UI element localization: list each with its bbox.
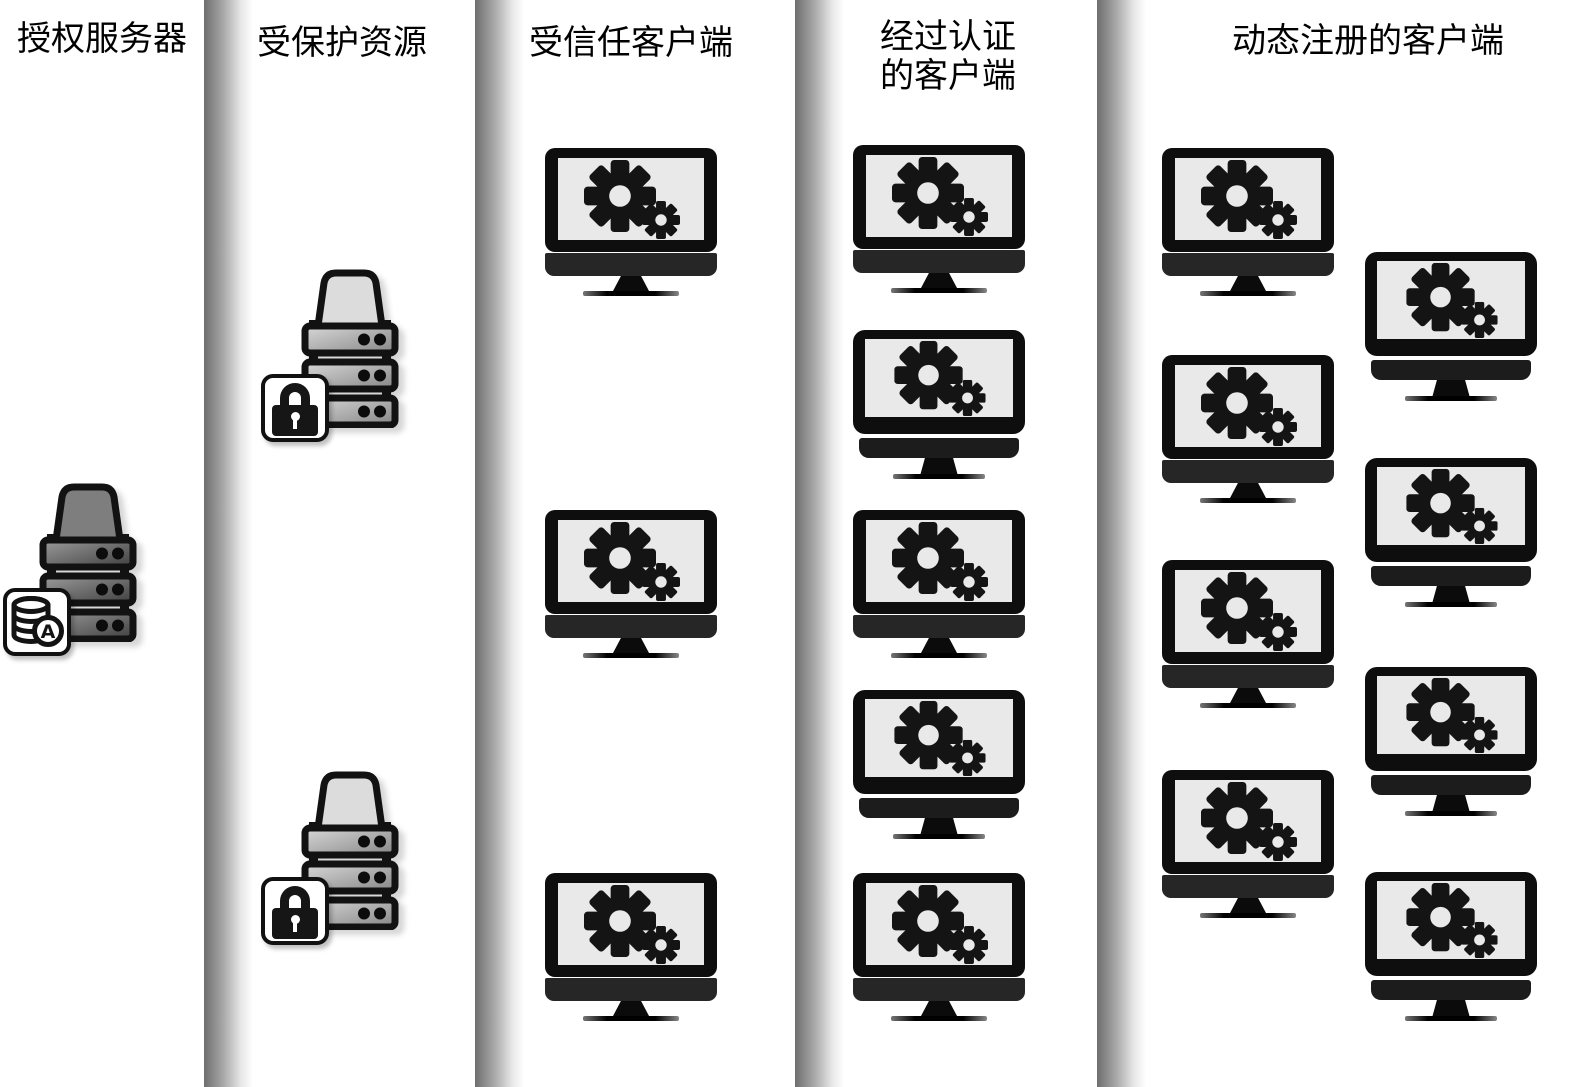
gears-icon [865, 699, 1013, 777]
client-computer-icon [545, 148, 717, 297]
client-computer-icon [1365, 667, 1537, 816]
client-computer-icon [1162, 355, 1334, 504]
client-computer-icon [1162, 560, 1334, 709]
gears-icon [865, 339, 1013, 417]
client-computer-icon [1365, 458, 1537, 607]
lock-icon [280, 383, 310, 407]
column-divider [204, 0, 253, 1087]
gears-icon [1377, 261, 1525, 339]
client-computer-icon [1162, 770, 1334, 919]
circle-a-icon [32, 615, 64, 647]
client-computer-icon [853, 873, 1025, 1022]
column-title-line1: 经过认证 [880, 19, 1016, 56]
lock-badge [261, 877, 329, 945]
gears-icon [1175, 365, 1321, 447]
gears-icon [558, 158, 704, 240]
client-computer-icon [545, 510, 717, 659]
column-title-line2: 的客户端 [880, 58, 1016, 95]
client-computer-icon [545, 873, 717, 1022]
client-computer-icon [853, 145, 1025, 294]
gears-icon [1377, 881, 1525, 959]
column-title-protected-resources: 受保护资源 [257, 25, 427, 62]
client-computer-icon [853, 690, 1025, 839]
client-computer-icon [853, 330, 1025, 479]
column-divider [795, 0, 844, 1087]
lock-badge [261, 374, 329, 442]
database-icon: A [11, 596, 64, 647]
gears-icon [866, 520, 1012, 602]
client-computer-icon [1365, 872, 1537, 1021]
client-computer-icon [1162, 148, 1334, 297]
column-title-trusted-clients: 受信任客户端 [529, 25, 733, 62]
gears-icon [866, 155, 1012, 237]
gears-icon [1377, 676, 1525, 754]
client-computer-icon [853, 510, 1025, 659]
gears-icon [1175, 570, 1321, 652]
column-divider [475, 0, 524, 1087]
gears-icon [558, 883, 704, 965]
gears-icon [1175, 780, 1321, 862]
database-letter: A [41, 621, 56, 643]
gears-icon [1377, 467, 1525, 545]
column-title-dynamic-clients: 动态注册的客户端 [1232, 23, 1504, 60]
lock-icon [280, 886, 310, 910]
gears-icon [1175, 158, 1321, 240]
column-title-authenticated-clients: 经过认证 的客户端 [848, 18, 1048, 96]
gears-icon [558, 520, 704, 602]
client-computer-icon [1365, 252, 1537, 401]
column-title-authorization-server: 授权服务器 [17, 21, 187, 58]
database-badge: A [3, 588, 71, 656]
gears-icon [866, 883, 1012, 965]
column-divider [1097, 0, 1146, 1087]
